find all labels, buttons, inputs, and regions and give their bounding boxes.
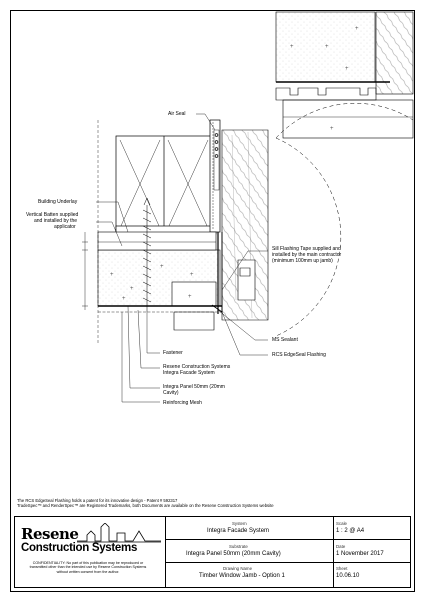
- confidentiality-note: CONFIDENTIALITY: No part of this publica…: [29, 561, 147, 574]
- head-section: + + + + +: [275, 11, 414, 139]
- system-label: System: [232, 521, 247, 526]
- svg-text:+: +: [110, 272, 114, 278]
- date-label: Date: [336, 544, 346, 549]
- drawing-name-label: Drawing Name: [223, 566, 253, 571]
- label-panel-1: Integra Panel 50mm (20mm: [163, 384, 225, 390]
- svg-text:+: +: [290, 44, 294, 50]
- sheet-label: Sheet: [336, 566, 348, 571]
- title-block: Resene Construction Systems CONFIDENTIAL…: [14, 516, 411, 588]
- label-air-seal: Air Seal: [168, 111, 186, 117]
- brand-name: Resene: [21, 525, 79, 543]
- label-rcs-flashing: RCS EdgeSeal Flashing: [272, 352, 326, 358]
- svg-text:+: +: [325, 44, 329, 50]
- system-value: Integra Facade System: [207, 528, 270, 534]
- substrate-label: Substrate: [229, 544, 248, 549]
- integra-panel: + + + + + +: [97, 231, 223, 331]
- label-building-underlay: Building Underlay: [38, 199, 78, 205]
- substrate-value: Integra Panel 50mm (20mm Cavity): [186, 551, 281, 557]
- svg-text:+: +: [160, 264, 164, 270]
- sheet-value: 10.06.10: [336, 573, 360, 579]
- label-vertical-batten-3: applicator: [54, 224, 76, 230]
- scale-label: Scale: [336, 521, 347, 526]
- label-system-2: Integra Facade System: [163, 370, 215, 376]
- scale-value: 1 : 2 @ A4: [336, 528, 365, 534]
- timber-jamb: [221, 129, 269, 321]
- fastener-screw: [142, 197, 152, 312]
- label-panel-2: Cavity): [163, 390, 179, 396]
- skyline-logo-icon: [77, 523, 161, 543]
- label-sill-tape-1: Sill Flashing Tape supplied and: [272, 246, 341, 252]
- svg-text:+: +: [345, 66, 349, 72]
- svg-text:+: +: [330, 126, 334, 132]
- label-sill-tape-3: (minimum 100mm up jamb): [272, 258, 333, 264]
- leader-lines: [96, 113, 268, 403]
- label-vertical-batten-1: Vertical Batten supplied: [26, 212, 79, 218]
- label-reinforcing-mesh: Reinforcing Mesh: [163, 400, 202, 406]
- svg-text:+: +: [122, 296, 126, 302]
- svg-text:+: +: [188, 294, 192, 300]
- drawing-sheet-border: [10, 10, 415, 592]
- label-sill-tape-2: installed by the main contractor: [272, 252, 342, 258]
- svg-text:+: +: [130, 286, 134, 292]
- dimension-marks: [82, 120, 99, 345]
- label-system-1: Resene Construction Systems: [163, 364, 231, 370]
- svg-text:+: +: [190, 272, 194, 278]
- drawing-name-value: Timber Window Jamb - Option 1: [199, 573, 285, 579]
- label-ms-sealant: MS Sealant: [272, 337, 298, 343]
- footnote-patent: The RCS EdgeSeal Flashing holds a patent…: [17, 498, 178, 503]
- detail-view-circle: [275, 137, 342, 337]
- svg-text:+: +: [355, 26, 359, 32]
- logo-area: Resene Construction Systems CONFIDENTIAL…: [15, 517, 166, 587]
- label-fastener: Fastener: [163, 350, 183, 356]
- label-vertical-batten-2: and installed by the: [34, 218, 78, 224]
- footnote-trademarks: TradeSpec™ and RenderSpec™ are Registere…: [17, 503, 274, 508]
- date-value: 1 November 2017: [336, 551, 384, 557]
- window-frame: [115, 119, 221, 235]
- brand-subtitle: Construction Systems: [21, 542, 138, 554]
